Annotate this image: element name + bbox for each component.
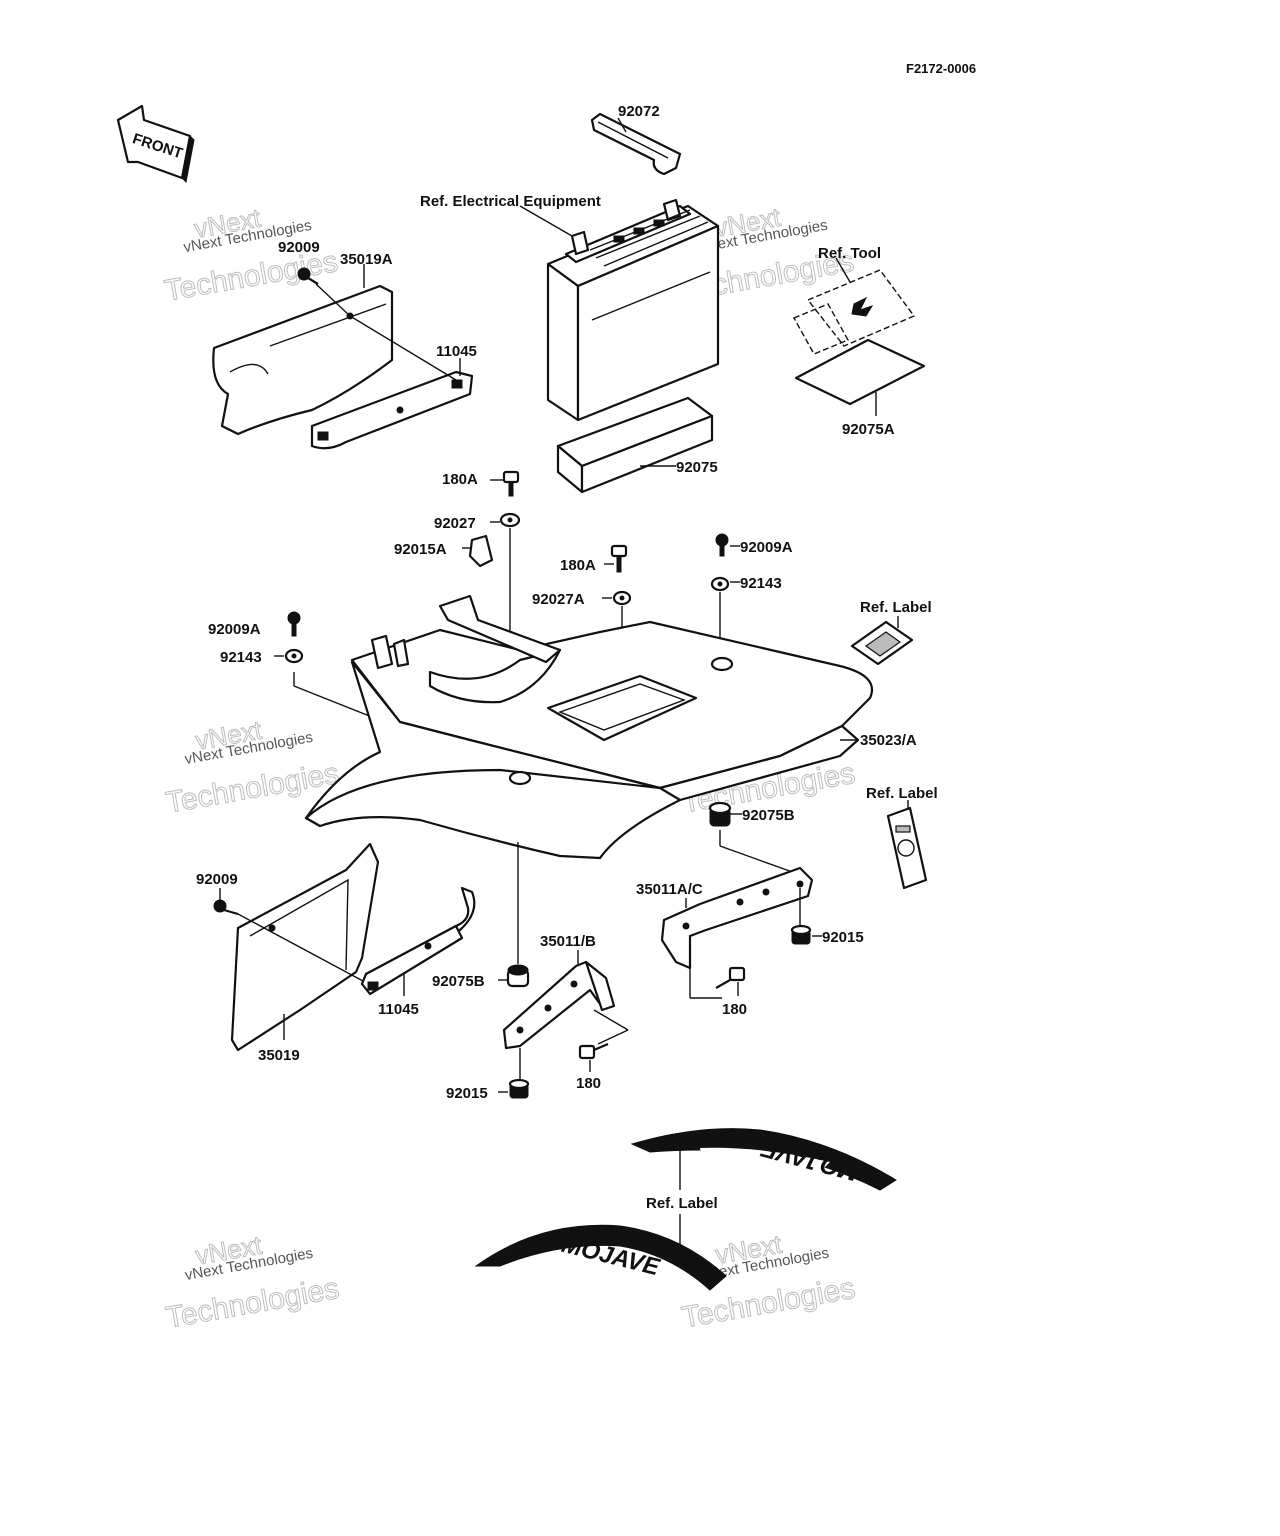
bracket-11045-top xyxy=(310,370,474,450)
label-92015A: 92015A xyxy=(394,541,447,558)
grommet-92143-2 xyxy=(284,648,304,664)
label-35023A: 35023/A xyxy=(860,732,917,749)
bolt-180A-2 xyxy=(610,544,628,573)
label-92009-top: 92009 xyxy=(278,239,320,256)
label-35019: 35019 xyxy=(258,1047,300,1064)
bolt-180-2 xyxy=(578,1042,609,1060)
warning-label-2 xyxy=(886,806,928,890)
leader-92009-bottom-path xyxy=(237,913,377,989)
label-ref-label-1: Ref. Label xyxy=(860,599,932,616)
leader-ref-electrical xyxy=(519,205,573,237)
label-180A-1: 180A xyxy=(442,471,478,488)
label-92009A-2: 92009A xyxy=(208,621,261,638)
label-35011B: 35011/B xyxy=(540,933,596,950)
nut-92015-1 xyxy=(790,924,812,945)
battery-strap xyxy=(590,112,682,176)
bolt-180-1 xyxy=(715,966,746,989)
watermark-mid-left: vNext vNext Technologies Technologies xyxy=(163,714,342,820)
label-ref-label-2: Ref. Label xyxy=(866,785,938,802)
label-11045-top: 11045 xyxy=(436,343,477,360)
leader-92075B-1-down-b xyxy=(719,845,799,875)
battery-pad xyxy=(556,396,714,494)
label-180A-2: 180A xyxy=(560,557,596,574)
leader-35011B-side-b xyxy=(597,1029,629,1045)
label-35011AC: 35011A/C xyxy=(636,881,703,898)
leader-35011B-side-a xyxy=(593,1009,629,1031)
label-11045-bottom: 11045 xyxy=(378,1001,419,1018)
leader-screw-top xyxy=(315,283,351,317)
label-92075A: 92075A xyxy=(842,421,895,438)
label-92015-1: 92015 xyxy=(822,929,864,946)
label-180-2: 180 xyxy=(576,1075,601,1092)
battery xyxy=(546,198,720,422)
side-cover-bottom xyxy=(230,842,380,1052)
label-92027: 92027 xyxy=(434,515,476,532)
damper-92075B-1 xyxy=(708,801,732,827)
bolt-92009A-2 xyxy=(287,611,301,637)
collar-92027A xyxy=(612,590,632,606)
bolt-92009A-1 xyxy=(715,533,729,557)
leader-11045-top-path xyxy=(349,315,457,381)
label-92009A-1: 92009A xyxy=(740,539,793,556)
label-92027A: 92027A xyxy=(532,591,585,608)
label-92143-1: 92143 xyxy=(740,575,782,592)
rear-fender xyxy=(304,594,873,860)
bracket-11045-bottom xyxy=(360,886,476,996)
diagram-code: F2172-0006 xyxy=(906,61,976,76)
bracket-35011B xyxy=(502,960,616,1050)
tool-kit xyxy=(793,269,926,406)
leader-ref-tool xyxy=(835,257,851,283)
label-180-1: 180 xyxy=(722,1001,747,1018)
label-ref-electrical-equipment: Ref. Electrical Equipment xyxy=(420,193,601,210)
decal-mojave-bottom: MOJAVE xyxy=(474,1224,727,1291)
damper-92075B-2 xyxy=(506,964,530,988)
label-92075B-2: 92075B xyxy=(432,973,485,990)
label-35019A: 35019A xyxy=(340,251,393,268)
label-92075: 92075 xyxy=(676,459,718,476)
warning-label-1 xyxy=(850,620,914,666)
decal-mojave-top: MOJAVE xyxy=(630,1128,897,1191)
label-92072: 92072 xyxy=(618,103,660,120)
watermark-bottom-left: vNext vNext Technologies Technologies xyxy=(163,1229,342,1335)
leader-92072 xyxy=(617,117,627,133)
front-arrow-icon: FRONT xyxy=(116,104,195,184)
label-92009-bottom: 92009 xyxy=(196,871,238,888)
screw-92009-top xyxy=(297,267,319,285)
collar-92027 xyxy=(499,512,521,528)
grommet-92143-1 xyxy=(710,576,730,592)
screw-92009-bottom xyxy=(213,899,239,916)
clip-92015A xyxy=(468,534,494,568)
bracket-35011AC xyxy=(660,866,814,970)
label-92075B-1: 92075B xyxy=(742,807,795,824)
label-92143-2: 92143 xyxy=(220,649,262,666)
bolt-180A-1 xyxy=(502,470,520,497)
nut-92015-2 xyxy=(508,1078,530,1099)
label-ref-tool: Ref. Tool xyxy=(818,245,881,262)
label-ref-label-3: Ref. Label xyxy=(646,1195,718,1212)
label-92015-2: 92015 xyxy=(446,1085,488,1102)
